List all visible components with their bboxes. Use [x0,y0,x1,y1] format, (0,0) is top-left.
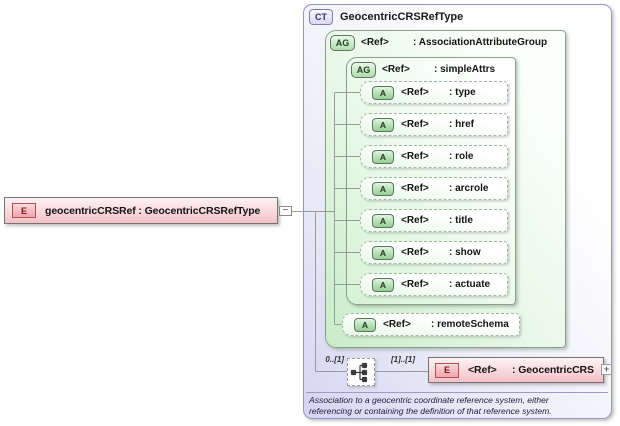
collapse-icon[interactable]: − [279,206,292,216]
attribute-name: : show [449,247,481,258]
complextype-icon: CT [309,8,333,25]
annotation-text: Association to a geocentric coordinate r… [309,395,552,416]
sequence-icon [350,362,368,383]
attribute-box-role[interactable]: A <Ref> : role [360,145,508,168]
attribute-ref: <Ref> [401,119,429,130]
attribute-name: : actuate [449,279,491,290]
complextype-header: CT GeocentricCRSRefType [309,8,464,25]
cardinality-source: 0..[1] [325,355,344,364]
attribute-box-href[interactable]: A <Ref> : href [360,113,508,136]
annotation-separator [306,392,608,393]
sequence-compositor[interactable] [347,358,375,386]
cardinality-target: [1]..[1] [391,355,415,364]
attribute-ref: <Ref> [401,279,429,290]
attribute-ref: <Ref> [401,87,429,98]
element-label: geocentricCRSRef : GeocentricCRSRefType [45,204,261,217]
attributegroup-name: : AssociationAttributeGroup [413,37,548,48]
attribute-ref: <Ref> [401,183,429,194]
attribute-box-remoteschema[interactable]: A <Ref> : remoteSchema [342,313,520,336]
attributegroup-ref: <Ref> [361,37,389,48]
element-ref: <Ref> [468,364,497,376]
attribute-icon: A [372,277,394,292]
attribute-icon: A [372,149,394,164]
attribute-box-arcrole[interactable]: A <Ref> : arcrole [360,177,508,200]
attribute-name: : arcrole [449,183,489,194]
attribute-icon: A [372,117,394,132]
attribute-name: : remoteSchema [431,319,509,330]
attribute-box-show[interactable]: A <Ref> : show [360,241,508,264]
attribute-icon: A [372,85,394,100]
attributegroup-header-associationattributegroup[interactable]: AG <Ref> : AssociationAttributeGroup [330,34,548,51]
expand-icon[interactable]: + [601,364,612,375]
attribute-box-title[interactable]: A <Ref> : title [360,209,508,232]
attribute-box-actuate[interactable]: A <Ref> : actuate [360,273,508,296]
element-box-geocentriccrs[interactable]: E <Ref> : GeocentricCRS [428,357,604,383]
attribute-ref: <Ref> [401,215,429,226]
complextype-title: GeocentricCRSRefType [340,10,464,23]
attributegroup-icon: AG [351,61,376,78]
attribute-ref: <Ref> [383,319,411,330]
attributegroup-name: : simpleAttrs [434,64,496,75]
attribute-icon: A [372,181,394,196]
attribute-icon: A [354,317,376,332]
attribute-icon: A [372,245,394,260]
attribute-box-type[interactable]: A <Ref> : type [360,81,508,104]
attributegroup-icon: AG [330,34,355,51]
element-name: : GeocentricCRS [512,364,594,376]
element-icon: E [12,203,36,218]
attributegroup-ref: <Ref> [382,64,410,75]
attributegroup-header-simpleattrs[interactable]: AG <Ref> : simpleAttrs [351,61,496,78]
element-box-geocentriccrsref[interactable]: E geocentricCRSRef : GeocentricCRSRefTyp… [4,197,278,224]
attribute-ref: <Ref> [401,151,429,162]
attribute-name: : type [449,87,476,98]
attribute-icon: A [372,213,394,228]
element-icon: E [435,362,459,378]
attribute-name: : href [449,119,474,130]
attribute-ref: <Ref> [401,247,429,258]
attribute-name: : title [449,215,473,226]
attribute-name: : role [449,151,474,162]
